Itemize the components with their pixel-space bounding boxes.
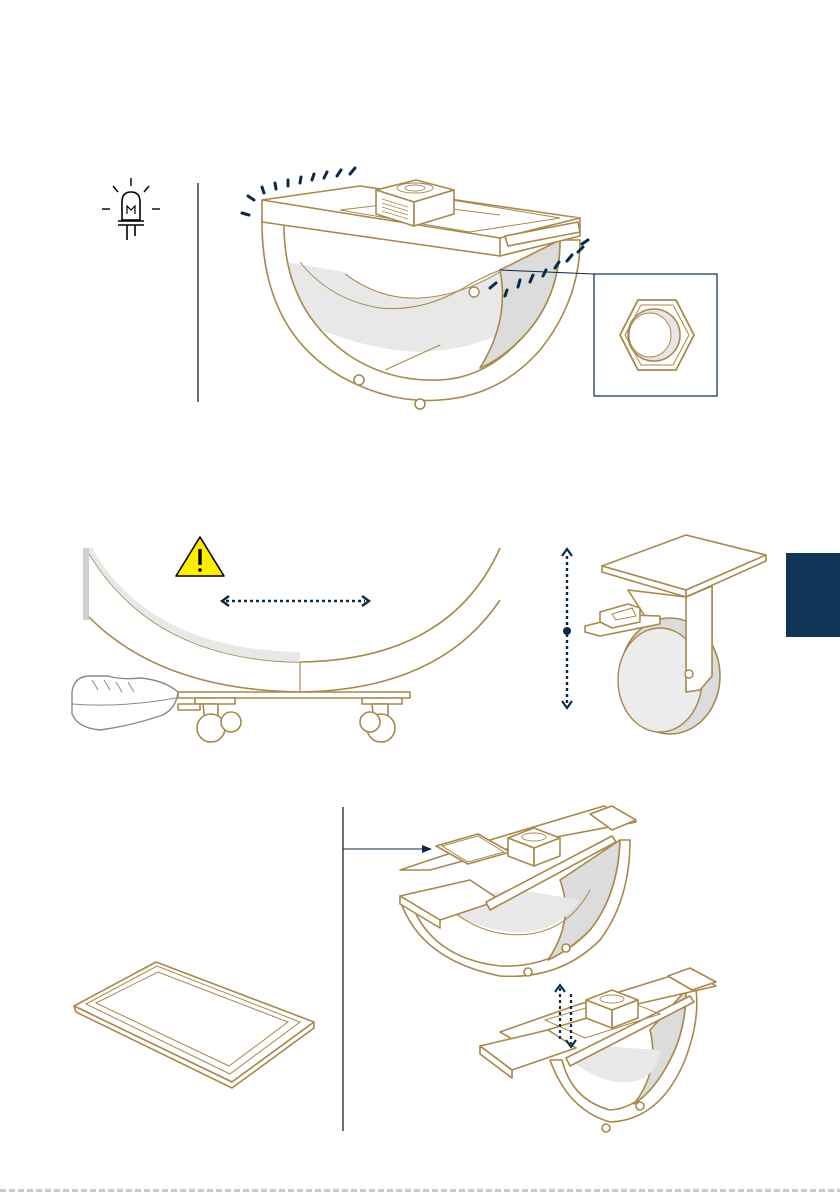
shoe-icon [72,676,178,730]
cart-with-lights [242,168,594,409]
locking-caster-icon [562,535,766,734]
cart-tray-insert [400,806,636,976]
warning-triangle-icon [176,537,224,576]
chapter-side-tab [786,553,840,637]
bolt-detail [594,274,717,396]
cart-lid-adjust [480,968,716,1132]
led-bulb-icon [102,178,160,240]
cart-wheels-brake [72,537,500,742]
tray [74,962,314,1088]
